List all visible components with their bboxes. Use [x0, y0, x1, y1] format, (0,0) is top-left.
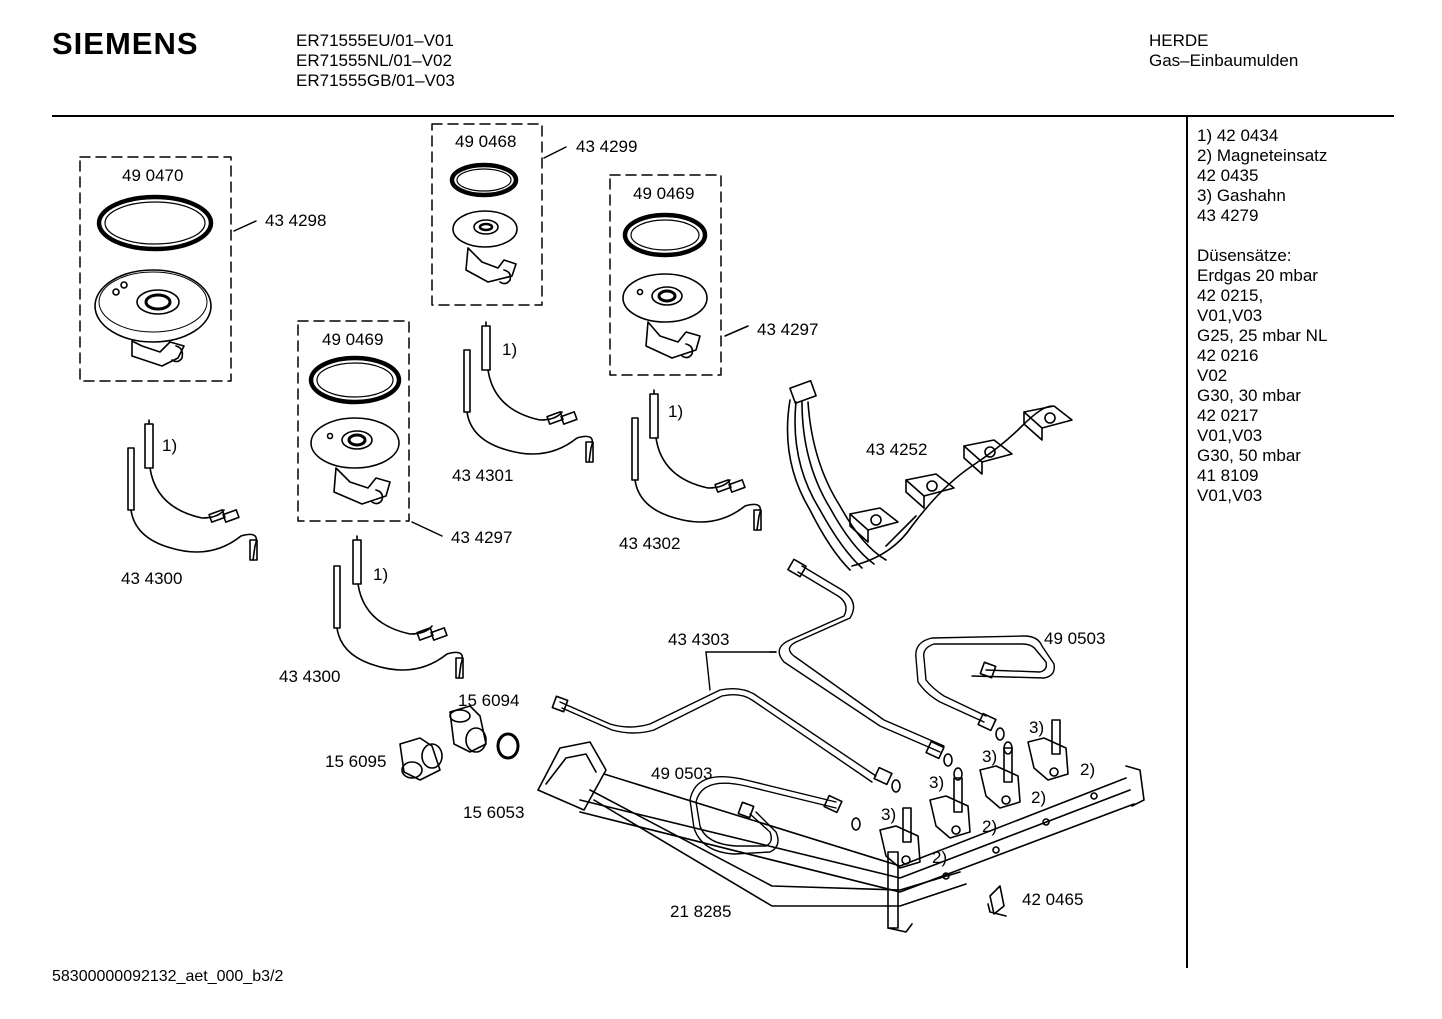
bracket-clip-icon [987, 885, 1007, 917]
burner-medium-icon [622, 212, 708, 359]
legend-line: G25, 25 mbar NL [1197, 326, 1328, 345]
ignition-harness-icon [786, 379, 1073, 571]
thermocouple-icon [127, 419, 258, 561]
pipe-nut-icon [551, 558, 1013, 831]
callout-marker: 3) [881, 805, 897, 824]
legend-panel: 1) 42 0434 2) Magneteinsatz 42 0435 3) G… [1197, 126, 1327, 506]
burner-group-box [297, 320, 410, 522]
burner-group-box [609, 174, 722, 376]
part-label: 43 4297 [757, 320, 819, 339]
legend-line: V01,V03 [1197, 426, 1263, 445]
brand-logo: SIEMENS [52, 26, 199, 61]
category-block: HERDE Gas–Einbaumulden [1149, 31, 1298, 71]
part-label: 15 6053 [463, 803, 525, 822]
legend-line: 43 4279 [1197, 206, 1259, 225]
part-label: 43 4299 [576, 137, 638, 156]
legend-line: G30, 50 mbar [1197, 446, 1301, 465]
legend-line: V02 [1197, 366, 1228, 385]
callout-marker: 1) [162, 436, 178, 455]
elbow-fitting-icon [449, 705, 487, 753]
legend-line: 42 0435 [1197, 166, 1259, 185]
burner-small-icon [449, 162, 519, 285]
legend-line: Erdgas 20 mbar [1197, 266, 1318, 285]
part-label: 21 8285 [670, 902, 732, 921]
legend-line: V01,V03 [1197, 306, 1263, 325]
legend-line: Düsensätze: [1197, 246, 1292, 265]
legend-divider [1186, 116, 1188, 968]
gas-valve-icon [879, 719, 1069, 869]
burner-group-box [79, 156, 232, 382]
part-label: 43 4302 [619, 534, 681, 553]
sealing-ring-icon [496, 732, 520, 760]
part-label: 49 0503 [651, 764, 713, 783]
callout-marker: 2) [1031, 788, 1047, 807]
model-line: ER71555NL/01–V02 [296, 51, 452, 70]
callout-marker: 1) [373, 565, 389, 584]
header-divider [52, 115, 1394, 117]
callout-marker: 2) [932, 848, 948, 867]
callout-marker: 3) [982, 747, 998, 766]
document-id: 58300000092132_aet_000_b3/2 [52, 968, 284, 985]
legend-line: G30, 30 mbar [1197, 386, 1301, 405]
part-label: 49 0503 [1044, 629, 1106, 648]
legend-line: 2) Magneteinsatz [1197, 146, 1328, 165]
callout-marker: 1) [668, 402, 684, 421]
part-label: 43 4300 [121, 569, 183, 588]
burner-group-box [431, 123, 543, 306]
part-label: 49 0469 [633, 184, 695, 203]
callout-marker: 2) [1080, 760, 1096, 779]
elbow-fitting-icon [399, 737, 443, 781]
model-line: ER71555GB/01–V03 [296, 71, 455, 90]
leader-arrow [705, 651, 777, 691]
category-line: Gas–Einbaumulden [1149, 51, 1299, 70]
part-label: 43 4298 [265, 211, 327, 230]
gas-manifold-icon [537, 741, 1145, 933]
part-label: 15 6095 [325, 752, 387, 771]
legend-line: 1) 42 0434 [1197, 126, 1279, 145]
legend-line: 42 0215, [1197, 286, 1264, 305]
legend-line: 3) Gashahn [1197, 186, 1286, 205]
model-line: ER71555EU/01–V01 [296, 31, 454, 50]
thermocouple-icon [631, 389, 762, 531]
callout-marker: 3) [1029, 718, 1045, 737]
part-label: 49 0469 [322, 330, 384, 349]
part-label: 43 4303 [668, 630, 730, 649]
thermocouple-icon [333, 535, 464, 679]
part-label: 43 4300 [279, 667, 341, 686]
part-label: 49 0468 [455, 132, 517, 151]
legend-line: 41 8109 [1197, 466, 1259, 485]
part-label: 43 4252 [866, 440, 928, 459]
thermocouple-icon [463, 321, 594, 463]
callout-marker: 1) [502, 340, 518, 359]
model-list: ER71555EU/01–V01 ER71555NL/01–V02 ER7155… [296, 31, 455, 91]
burner-medium-icon [308, 355, 402, 505]
part-label: 43 4301 [452, 466, 514, 485]
callout-marker: 2) [982, 817, 998, 836]
category-line: HERDE [1149, 31, 1209, 50]
part-label: 43 4297 [451, 528, 513, 547]
legend-line: V01,V03 [1197, 486, 1263, 505]
part-label: 42 0465 [1022, 890, 1084, 909]
legend-line: 42 0216 [1197, 346, 1259, 365]
burner-large-icon [94, 194, 214, 367]
callout-marker: 3) [929, 773, 945, 792]
part-label: 49 0470 [122, 166, 184, 185]
legend-line: 42 0217 [1197, 406, 1259, 425]
gas-pipe-icon [559, 565, 1055, 855]
part-label: 15 6094 [458, 691, 520, 710]
